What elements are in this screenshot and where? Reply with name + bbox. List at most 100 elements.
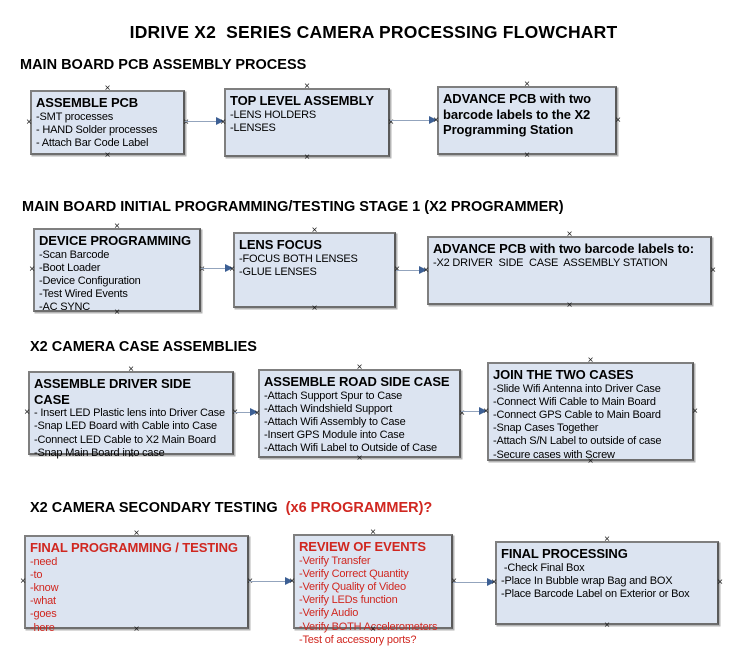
connector-arrow[interactable] — [453, 578, 495, 587]
box-item: -Connect GPS Cable to Main Board — [493, 409, 661, 421]
box-title: TOP LEVEL ASSEMBLY — [230, 93, 374, 108]
arrow-line — [185, 121, 219, 122]
arrow-line — [234, 412, 253, 413]
connector-arrow[interactable] — [249, 577, 293, 586]
flow-box-advance-pcb-programming-station[interactable]: ADVANCE PCB with two barcode labels to t… — [437, 86, 617, 155]
flow-box-join-the-two-cases[interactable]: JOIN THE TWO CASES -Slide Wifi Antenna i… — [487, 362, 694, 461]
box-item: -know — [30, 582, 59, 594]
connection-handle-icon — [603, 536, 611, 544]
box-item: -need — [30, 555, 58, 568]
box-item: -GLUE LENSES — [239, 265, 317, 278]
arrow-head-icon — [250, 408, 258, 416]
box-item: -to — [30, 568, 43, 581]
box-item: -Verify BOTH Accelerometers — [299, 620, 438, 633]
box-item: -Insert GPS Module into Case — [264, 429, 405, 442]
section-heading-pcb-assembly: MAIN BOARD PCB ASSEMBLY PROCESS — [20, 57, 307, 73]
box-title: FINAL PROGRAMMING / TESTING — [30, 540, 238, 555]
box-item: -Attach Wifi Assembly to Case — [264, 416, 406, 428]
connector-arrow[interactable] — [201, 264, 233, 273]
connection-handle-icon — [28, 266, 36, 274]
connection-handle-icon — [104, 152, 112, 160]
connection-handle-icon — [709, 267, 717, 275]
box-item: -goes — [30, 608, 57, 621]
section-heading-secondary-testing: X2 CAMERA SECONDARY TESTING (x6 PROGRAMM… — [30, 500, 432, 516]
box-item: -what — [30, 595, 56, 608]
arrow-line — [201, 268, 228, 269]
connection-handle-icon — [369, 529, 377, 537]
connection-handle-icon — [566, 302, 574, 310]
arrow-line — [396, 270, 422, 271]
arrow-head-icon — [225, 264, 233, 272]
box-item: -Test of accessory ports? — [299, 633, 417, 646]
flow-box-advance-pcb-driver-side[interactable]: ADVANCE PCB with two barcode labels to: … — [427, 236, 712, 305]
flow-box-assemble-pcb[interactable]: ASSEMBLE PCB -SMT processes - HAND Solde… — [30, 90, 185, 155]
box-item: -Verify Audio — [299, 607, 359, 620]
connection-handle-icon — [523, 152, 531, 160]
box-item: -AC SYNC — [39, 301, 90, 314]
connection-handle-icon — [311, 227, 319, 235]
page-title: IDRIVE X2 SERIES CAMERA PROCESSING FLOWC… — [129, 22, 618, 42]
connector-arrow[interactable] — [234, 408, 258, 417]
box-item: -Attach Wifi Label to Outside of Case — [264, 442, 437, 455]
box-item: -Attach Windshield Support — [264, 402, 393, 415]
arrow-line — [453, 582, 490, 583]
box-item: -LENSES — [230, 121, 276, 134]
connector-arrow[interactable] — [185, 117, 224, 126]
arrow-head-icon — [487, 578, 495, 586]
arrow-line — [249, 581, 288, 582]
flow-box-top-level-assembly[interactable]: TOP LEVEL ASSEMBLY -LENS HOLDERS -LENSES — [224, 88, 390, 157]
arrow-head-icon — [479, 407, 487, 415]
connection-handle-icon — [716, 579, 724, 587]
flow-box-device-programming[interactable]: DEVICE PROGRAMMING -Scan Barcode -Boot L… — [33, 228, 201, 314]
flow-box-review-of-events[interactable]: REVIEW OF EVENTS -Verify Transfer -Verif… — [293, 534, 453, 646]
flow-box-lens-focus[interactable]: LENS FOCUS -FOCUS BOTH LENSES -GLUE LENS… — [233, 232, 396, 308]
connection-handle-icon — [113, 223, 121, 231]
flow-box-final-programming-testing[interactable]: FINAL PROGRAMMING / TESTING -need -to -k… — [24, 535, 249, 634]
box-item: -Connect Wifi Cable to Main Board — [493, 395, 656, 408]
flow-box-assemble-road-side-case[interactable]: ASSEMBLE ROAD SIDE CASE -Attach Support … — [258, 369, 461, 458]
box-item: -Verify Quality of Video — [299, 581, 406, 593]
connection-handle-icon — [25, 119, 33, 127]
box-item: - Attach Bar Code Label — [36, 137, 149, 149]
connector-arrow[interactable] — [461, 407, 487, 416]
box-title: LENS FOCUS — [239, 237, 322, 252]
connection-handle-icon — [311, 305, 319, 313]
arrow-head-icon — [429, 116, 437, 124]
box-title: ASSEMBLE PCB — [36, 95, 139, 110]
box-title: FINAL PROCESSING — [501, 546, 628, 561]
box-title: ASSEMBLE ROAD SIDE CASE — [264, 374, 450, 389]
box-item: -X2 DRIVER SIDE CASE ASSEMBLY STATION — [433, 256, 668, 269]
connection-handle-icon — [133, 530, 141, 538]
box-item: - Insert LED Plastic lens into Driver Ca… — [34, 407, 225, 420]
connection-handle-icon — [523, 81, 531, 89]
flow-box-assemble-driver-side-case[interactable]: ASSEMBLE DRIVER SIDE CASE - Insert LED P… — [28, 371, 234, 459]
box-title: JOIN THE TWO CASES — [493, 367, 634, 382]
box-item: -Secure cases with Screw — [493, 448, 615, 461]
arrow-line — [390, 120, 432, 121]
box-title: REVIEW OF EVENTS — [299, 539, 426, 554]
box-item: -Slide Wifi Antenna into Driver Case — [493, 382, 661, 395]
box-item: -Verify LEDs function — [299, 594, 398, 607]
connector-arrow[interactable] — [390, 116, 437, 125]
connection-handle-icon — [127, 366, 135, 374]
box-item: -here — [30, 621, 55, 634]
flow-box-final-processing[interactable]: FINAL PROCESSING -Check Final Box -Place… — [495, 541, 719, 625]
connection-handle-icon — [614, 117, 622, 125]
connection-handle-icon — [19, 578, 27, 586]
box-item: -Place In Bubble wrap Bag and BOX — [501, 574, 673, 587]
box-item: -Verify Correct Quantity — [299, 567, 409, 580]
box-item: -Test Wired Events — [39, 288, 128, 301]
connection-handle-icon — [603, 622, 611, 630]
arrow-head-icon — [419, 266, 427, 274]
connection-handle-icon — [356, 364, 364, 372]
box-item: -Attach Support Spur to Case — [264, 389, 403, 402]
box-title: ADVANCE PCB with two barcode labels to t… — [443, 91, 591, 138]
connection-handle-icon — [303, 154, 311, 162]
box-item: -SMT processes — [36, 110, 114, 123]
box-item: -Scan Barcode — [39, 248, 110, 261]
box-item: -Snap Main Board into case — [34, 446, 165, 459]
connector-arrow[interactable] — [396, 266, 427, 275]
connection-handle-icon — [104, 85, 112, 93]
connection-handle-icon — [587, 357, 595, 365]
